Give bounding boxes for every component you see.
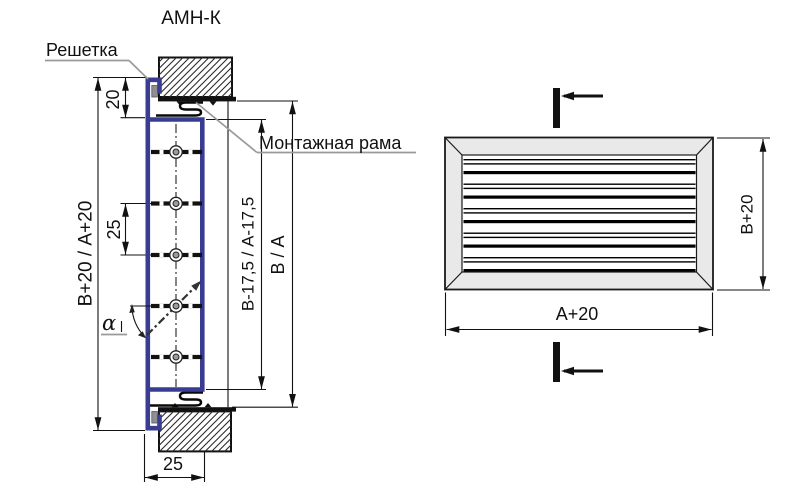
gasket-top [151,85,158,98]
dim-overall-label: В+20 / А+20 [76,201,97,307]
grille-label: Решетка [46,40,119,60]
dim-neck-label: В-17,5 / А-17,5 [238,197,257,311]
dim-opening-label: В / А [268,235,288,274]
angle-label: α [102,311,116,335]
louver-bar [151,248,202,262]
grille-profile [145,77,205,431]
louver-bar [151,145,202,159]
louver-bar [151,350,202,364]
dim-depth-label: 25 [163,454,183,474]
section-cut-mark-bottom [553,342,603,382]
louver-bar-tilted [146,280,202,336]
labels: Решетка Монтажная рама α [45,40,416,336]
dim-louver-pitch-label: 25 [104,219,124,239]
front-louvers [463,157,696,272]
spring-clip-top [156,101,203,117]
section-view: Решетка Монтажная рама α 20 25 В+20 / А+… [45,40,416,482]
front-dimensions: В+20 А+20 [444,137,770,336]
front-view: В+20 А+20 [444,88,770,382]
dimension-lines [94,78,296,481]
dim-front-width-label: А+20 [556,304,599,324]
spring-clip-bottom [148,391,203,407]
dim-flange-offset-label: 20 [103,89,123,109]
wall-bottom [158,410,232,453]
section-cut-mark-top [553,88,603,128]
clip-bump [209,101,217,106]
gasket-bottom [151,411,158,424]
angle-indicator [129,304,152,339]
clip-bump [204,403,212,408]
dimension-texts: 20 25 В+20 / А+20 В-17,5 / А-17,5 В / А … [76,89,288,474]
dim-front-height-label: В+20 [737,194,756,234]
wall-top [158,56,233,98]
louvers [146,145,202,364]
louver-bar [151,196,202,211]
drawing-title: АМН-К [161,8,221,29]
mounting-frame-label: Монтажная рама [259,133,402,153]
